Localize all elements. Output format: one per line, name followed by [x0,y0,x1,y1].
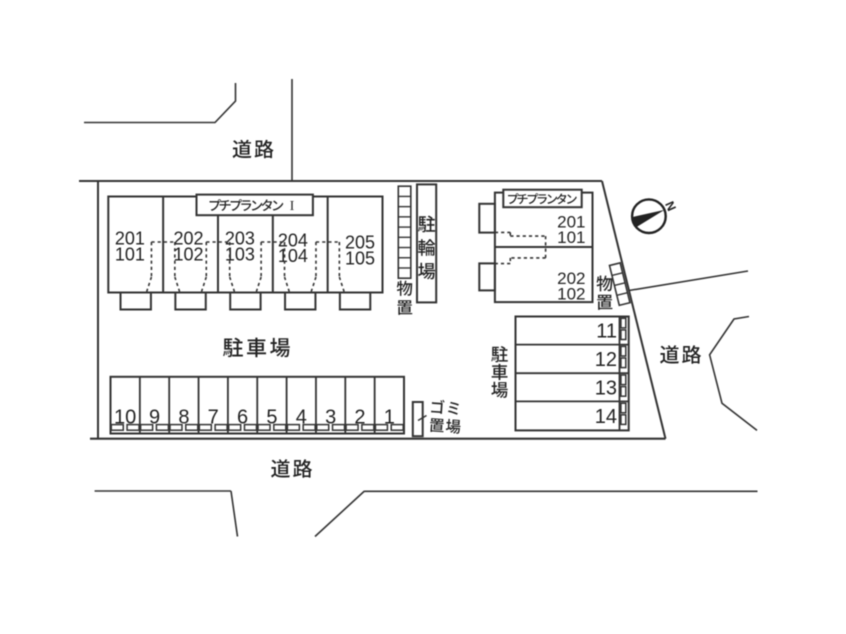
svg-text:11: 11 [596,321,617,343]
svg-text:205: 205 [345,233,375,253]
svg-text:9: 9 [149,406,160,428]
svg-text:2: 2 [354,406,365,428]
svg-text:202: 202 [174,229,204,249]
svg-text:202: 202 [557,269,585,288]
svg-text:3: 3 [325,406,336,428]
svg-text:101: 101 [557,228,585,247]
svg-text:201: 201 [557,213,585,232]
svg-text:12: 12 [595,349,617,371]
svg-text:13: 13 [595,377,617,399]
svg-text:102: 102 [557,285,585,304]
svg-text:204: 204 [278,230,308,250]
svg-text:101: 101 [115,244,145,264]
svg-text:1: 1 [384,406,395,428]
svg-text:203: 203 [225,229,255,249]
svg-text:104: 104 [278,246,308,266]
svg-text:4: 4 [296,406,307,428]
svg-text:8: 8 [178,406,189,428]
svg-text:103: 103 [225,244,255,264]
svg-text:14: 14 [595,406,617,428]
svg-text:201: 201 [115,229,145,249]
svg-text:5: 5 [266,406,277,428]
svg-text:105: 105 [345,248,375,268]
svg-text:6: 6 [237,406,248,428]
svg-text:102: 102 [174,244,204,264]
svg-text:7: 7 [208,406,219,428]
svg-text:10: 10 [114,406,136,428]
svg-text:I: I [290,198,295,213]
